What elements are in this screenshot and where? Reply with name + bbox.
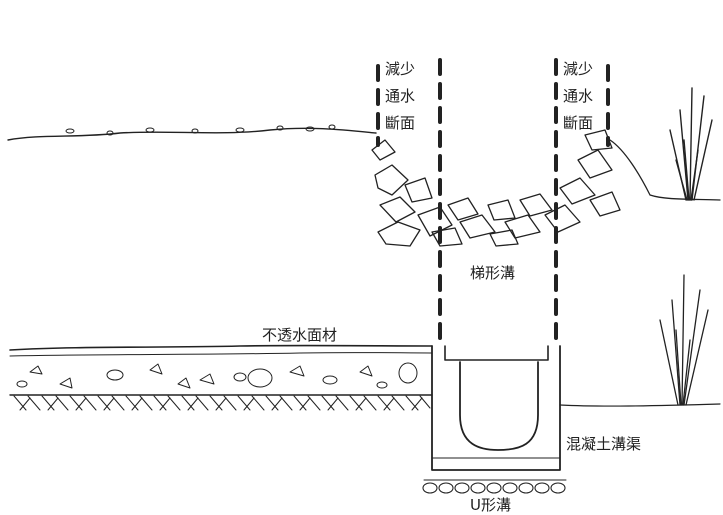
label-reduce-section-left-line2: 通水: [385, 87, 416, 105]
label-impervious-surface: 不透水面材: [262, 326, 338, 344]
label-reduce-section-left-line3: 斷面: [385, 114, 416, 132]
lower-right-ground: [559, 403, 721, 407]
u-channel-outer: [431, 345, 561, 471]
upper-ground-pebbles: [65, 124, 336, 136]
u-channel-rim: [444, 345, 549, 361]
impervious-surface-line: [9, 344, 433, 351]
label-reduce-section-right-line1: 減少: [563, 60, 594, 78]
grass-lower: [659, 274, 709, 406]
stone-lining: [371, 129, 621, 247]
aggregate-layer: [16, 362, 418, 389]
label-reduce-section-left-line1: 減少: [385, 60, 416, 78]
label-trapezoid-ditch: 梯形溝: [470, 264, 516, 282]
label-reduce-section-right: 減少 通水 斷面: [563, 62, 593, 143]
right-bank-ground: [609, 139, 721, 201]
subgrade-hatching: [13, 395, 431, 411]
label-concrete-channel: 混凝土溝渠: [566, 435, 642, 453]
label-reduce-section-right-line2: 通水: [563, 87, 594, 105]
label-reduce-section-left: 減少 通水 斷面: [385, 62, 415, 143]
channel-base-pebbles: [422, 479, 567, 494]
label-u-ditch: U形溝: [470, 496, 511, 514]
u-channel-inner: [459, 361, 539, 451]
label-reduce-section-right-line3: 斷面: [563, 114, 594, 132]
dashed-guides: [376, 58, 610, 347]
grass-upper: [669, 87, 713, 201]
